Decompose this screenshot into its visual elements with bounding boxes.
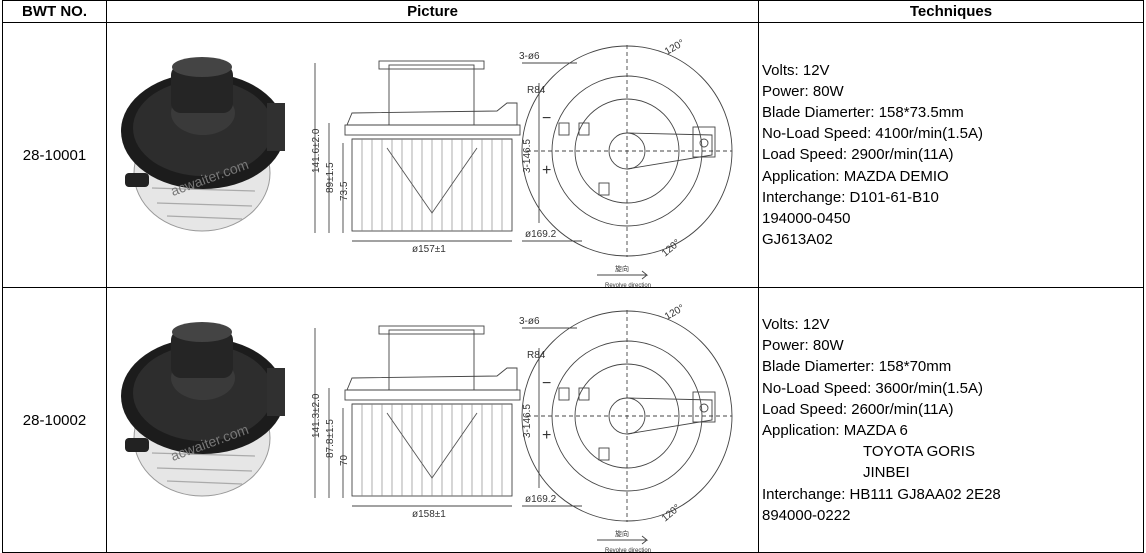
drawing-label-diameter: ø158±1 [412, 509, 446, 520]
drawing-label-plus: + [542, 427, 551, 444]
drawing-label-holes: 3-ø6 [519, 51, 540, 62]
drawing-label-rotation-en: Revolve direction [605, 283, 651, 287]
spec-line: GJ613A02 [762, 231, 833, 249]
drawing-label-rotation-en: Revolve direction [605, 548, 651, 552]
drawing-label-angle-top: 120° [663, 303, 686, 323]
header-techniques: Techniques [758, 0, 1144, 23]
picture-cell: acwaiter.com [106, 287, 759, 553]
drawing-label-minus: − [542, 375, 551, 392]
drawing-label-plus: + [542, 162, 551, 179]
drawing-label-height-mid: 87.8±1.5 [325, 419, 336, 458]
spec-line: Power: 80W [762, 337, 844, 355]
drawing-label-height-low: 70 [339, 454, 350, 466]
spec-line: No-Load Speed: 3600r/min(1.5A) [762, 379, 983, 397]
drawing-label-minus: − [542, 110, 551, 127]
motor-photo: acwaiter.com [121, 57, 285, 232]
spec-line: Load Speed: 2900r/min(11A) [762, 146, 954, 164]
bwt-number: 28-10001 [2, 22, 107, 288]
drawing-label-bolt-circle: 3-146.5 [522, 139, 533, 173]
spec-line: 894000-0222 [762, 506, 851, 524]
header-picture: Picture [106, 0, 759, 23]
motor-photo: acwaiter.com [121, 322, 285, 497]
spec-line: Power: 80W [762, 82, 844, 100]
drawing-label-height-mid: 89±1.5 [325, 162, 336, 193]
drawing-label-angle-bottom: 120° [660, 238, 683, 260]
header-row: BWT NO. Picture Techniques [2, 0, 1144, 23]
drawing-label-angle-top: 120° [663, 38, 686, 58]
product-row: 28-10002 acwaiter.com [2, 287, 1144, 553]
drawing-label-height-low: 73.5 [339, 181, 350, 201]
drawing-label-radius: R84 [527, 85, 546, 96]
header-bwt-no: BWT NO. [2, 0, 107, 23]
side-view-drawing [314, 325, 521, 507]
spec-line: Blade Diamerter: 158*70mm [762, 358, 952, 376]
bwt-number: 28-10002 [2, 287, 107, 553]
spec-line: Interchange: HB111 GJ8AA02 2E28 [762, 485, 1001, 503]
drawing-label-rotation-cn: 旋向 [615, 529, 629, 538]
front-view-drawing [521, 45, 733, 280]
spec-line: Blade Diamerter: 158*73.5mm [762, 103, 964, 121]
product-illustration: acwaiter.com [121, 38, 733, 287]
front-view-drawing [521, 310, 733, 545]
spec-line: Interchange: D101-61-B10 [762, 188, 939, 206]
spec-line: JINBEI [863, 464, 910, 482]
drawing-label-bolt-circle: 3-146.5 [522, 404, 533, 438]
drawing-label-angle-bottom: 120° [660, 503, 683, 525]
drawing-label-holes: 3-ø6 [519, 316, 540, 327]
spec-line: No-Load Speed: 4100r/min(1.5A) [762, 125, 983, 143]
side-view-drawing [314, 60, 521, 242]
techniques-cell: Volts: 12V Power: 80W Blade Diamerter: 158… [758, 22, 1144, 288]
drawing-label-rotation-cn: 旋向 [615, 264, 629, 273]
spec-line: Application: MAZDA DEMIO [762, 167, 949, 185]
drawing-label-height-total: 141.6±2.0 [311, 128, 322, 173]
drawing-label-circle-dia: ø169.2 [525, 229, 557, 240]
drawing-label-radius: R84 [527, 350, 546, 361]
spec-line: TOYOTA GORIS [863, 443, 975, 461]
spec-line: Load Speed: 2600r/min(11A) [762, 400, 954, 418]
techniques-cell: Volts: 12V Power: 80W Blade Diamerter: 158… [758, 287, 1144, 553]
spec-line: Volts: 12V [762, 315, 830, 333]
drawing-label-height-total: 141.3±2.0 [311, 393, 322, 438]
picture-cell: acwaiter.com [106, 22, 759, 288]
product-row: 28-10001 acwaiter.com [2, 22, 1144, 288]
drawing-label-circle-dia: ø169.2 [525, 494, 557, 505]
spec-line: Application: MAZDA 6 [762, 422, 908, 439]
product-illustration: acwaiter.com [121, 303, 733, 552]
drawing-label-diameter: ø157±1 [412, 244, 446, 255]
spec-line: 194000-0450 [762, 210, 851, 227]
spec-line: Volts: 12V [762, 61, 830, 79]
